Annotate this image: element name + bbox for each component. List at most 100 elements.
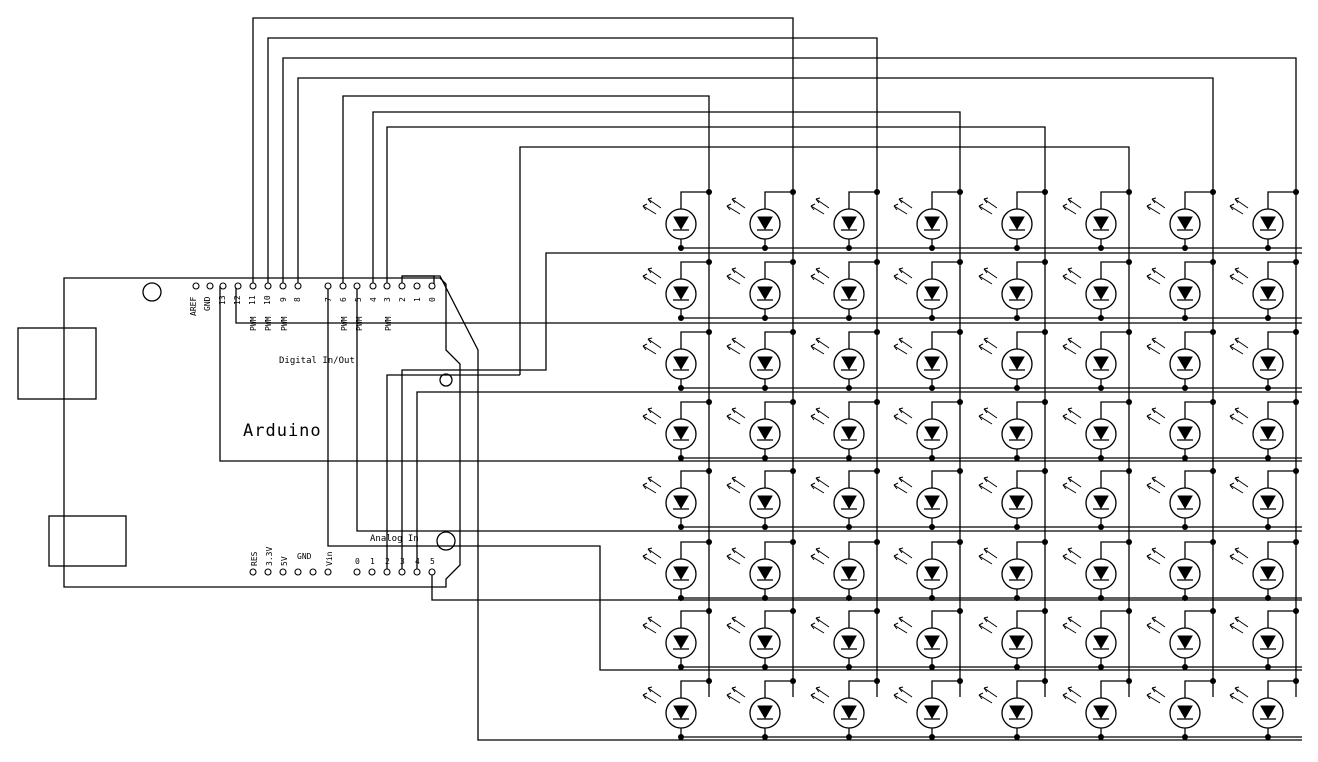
light-arrow (898, 408, 913, 419)
light-arrow-head (893, 203, 899, 211)
header-pin (383, 568, 391, 576)
light-arrow (1151, 198, 1166, 209)
junction-dot (1098, 734, 1104, 740)
led-triangle (1260, 566, 1276, 580)
light-arrow-head (647, 197, 653, 204)
pin-label-a0: 0 (355, 557, 360, 566)
led-anode-lead (1184, 331, 1213, 349)
led (893, 401, 960, 458)
light-arrow-head (1062, 482, 1068, 490)
junction-dot (706, 399, 712, 405)
light-arrow (1234, 268, 1249, 279)
light-arrow-head (726, 273, 732, 281)
led-anode-lead (1267, 401, 1296, 419)
light-arrow-head (815, 616, 821, 623)
led-anode-lead (1100, 191, 1129, 209)
junction-dot (1042, 608, 1048, 614)
junction-dot (1265, 734, 1271, 740)
light-arrow-head (978, 203, 984, 211)
light-arrow (1234, 617, 1249, 628)
led (893, 470, 960, 527)
led (978, 470, 1045, 527)
junction-dot (957, 608, 963, 614)
light-arrow (726, 624, 741, 634)
pwm-label: PWM (264, 316, 273, 331)
light-arrow-head (893, 273, 899, 281)
light-arrow-head (642, 203, 648, 211)
led-triangle (924, 356, 940, 370)
led (893, 541, 960, 598)
junction-dot (1014, 245, 1020, 251)
junction-dot (1126, 539, 1132, 545)
led-triangle (757, 286, 773, 300)
led-triangle (757, 216, 773, 230)
light-arrow-head (1146, 482, 1152, 490)
light-arrow-head (983, 616, 989, 623)
light-arrow-head (731, 197, 737, 204)
junction-dot (678, 664, 684, 670)
light-arrow-head (978, 343, 984, 351)
light-arrow-head (1151, 476, 1157, 483)
junction-dot (1293, 539, 1299, 545)
led (893, 680, 960, 737)
led (810, 541, 877, 598)
junction-dot (1098, 245, 1104, 251)
header-pin (294, 282, 302, 290)
light-arrow-head (731, 337, 737, 344)
led-anode-lead (1016, 541, 1045, 559)
light-arrow-head (983, 267, 989, 274)
led-anode-lead (1184, 191, 1213, 209)
light-arrow (726, 275, 741, 285)
junction-dot (1014, 734, 1020, 740)
light-arrow-head (642, 692, 648, 700)
light-arrow (731, 268, 746, 279)
column-wire (519, 146, 1130, 375)
led (726, 331, 793, 388)
led-anode-lead (680, 261, 709, 279)
led-anode-lead (764, 470, 793, 488)
light-arrow-head (1062, 273, 1068, 281)
led (726, 401, 793, 458)
light-arrow (815, 548, 830, 559)
pin-label-9: 9 (279, 297, 288, 302)
led-anode-lead (1267, 331, 1296, 349)
light-arrow-head (642, 553, 648, 561)
header-pin (398, 282, 406, 290)
led-triangle (1260, 426, 1276, 440)
light-arrow (647, 338, 662, 349)
light-arrow-head (898, 267, 904, 274)
light-arrow-head (731, 686, 737, 693)
led-anode-lead (848, 541, 877, 559)
light-arrow-head (1234, 686, 1240, 693)
light-arrow-head (647, 547, 653, 554)
light-arrow (898, 198, 913, 209)
junction-dot (1210, 678, 1216, 684)
junction-dot (957, 189, 963, 195)
light-arrow (1062, 345, 1077, 355)
light-arrow-head (1151, 337, 1157, 344)
led-anode-lead (931, 470, 960, 488)
light-arrow (1229, 624, 1244, 634)
led-anode-lead (1184, 541, 1213, 559)
led-triangle (1177, 426, 1193, 440)
junction-dot (1265, 524, 1271, 530)
usb-connector (17, 327, 97, 400)
light-arrow (731, 408, 746, 419)
led-anode-lead (680, 331, 709, 349)
junction-dot (1126, 468, 1132, 474)
led (642, 261, 709, 318)
junction-dot (1210, 468, 1216, 474)
junction-dot (874, 539, 880, 545)
header-pin (249, 282, 257, 290)
light-arrow (1229, 345, 1244, 355)
led-anode-lead (848, 401, 877, 419)
light-arrow-head (1234, 337, 1240, 344)
light-arrow (726, 694, 741, 704)
light-arrow-head (1234, 197, 1240, 204)
light-arrow-head (1146, 413, 1152, 421)
light-arrow-head (1229, 553, 1235, 561)
light-arrow (810, 275, 825, 285)
pin-label-13: 13 (218, 295, 227, 305)
light-arrow (1062, 624, 1077, 634)
light-arrow-head (1234, 476, 1240, 483)
